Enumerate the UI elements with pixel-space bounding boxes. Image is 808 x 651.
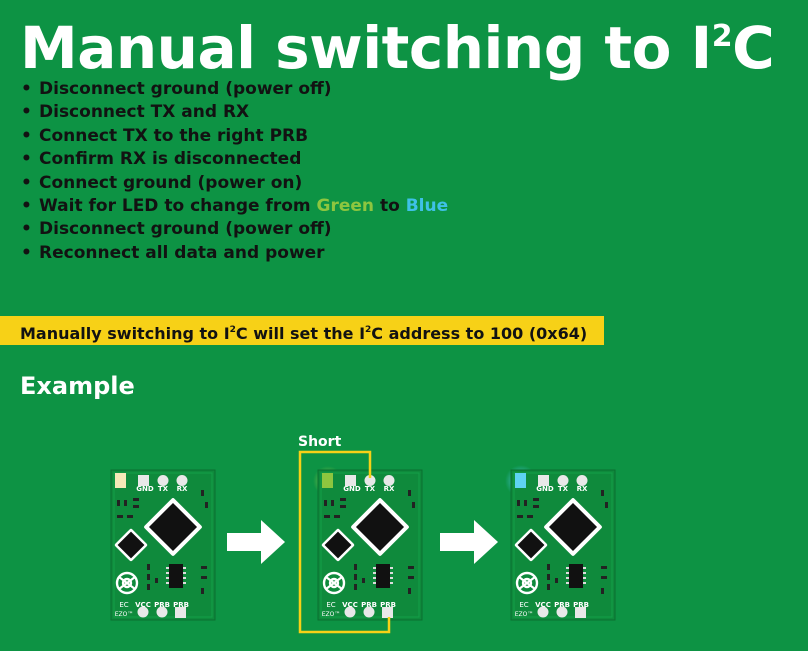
pin-label-prb: PRB: [361, 601, 377, 609]
pin-label-vcc: VCC: [535, 601, 551, 609]
board-labels: GND TX RX VCC PRB PRB EC EZO™: [515, 485, 589, 618]
short-wire: [298, 450, 391, 634]
pin-label-rx: RX: [177, 485, 188, 493]
example-heading: Example: [20, 372, 135, 400]
board-i2c: [505, 465, 617, 622]
pin-label-vcc: VCC: [342, 601, 358, 609]
pin-label-prb: PRB: [380, 601, 396, 609]
board-type-label: EC: [519, 601, 528, 609]
step-item: Reconnect all data and power: [20, 242, 448, 266]
pin-label-vcc: VCC: [135, 601, 151, 609]
short-label: Short: [298, 434, 342, 450]
step-item: Disconnect ground (power off): [20, 78, 448, 102]
steps-list: Disconnect ground (power off) Disconnect…: [20, 78, 449, 266]
pin-label-tx: TX: [158, 485, 169, 493]
blue-word: Blue: [405, 196, 449, 217]
board-shorted: [313, 466, 424, 622]
step-item: Disconnect TX and RX: [20, 101, 448, 125]
step-item: Confirm RX is disconnected: [20, 148, 448, 172]
step-item: Connect TX to the right PRB: [20, 125, 448, 149]
board-brand-label: EZO™: [115, 611, 134, 618]
pin-label-rx: RX: [577, 485, 588, 493]
pin-label-tx: TX: [558, 485, 569, 493]
pin-label-prb: PRB: [173, 601, 189, 609]
arrow-right-icon: [227, 520, 285, 564]
board-type-label: EC: [326, 601, 335, 609]
green-word: Green: [316, 196, 375, 217]
pin-label-rx: RX: [384, 485, 395, 493]
led-initial: [115, 473, 126, 488]
pin-label-prb: PRB: [154, 601, 170, 609]
pin-label-gnd: GND: [136, 485, 154, 493]
pin-label-gnd: GND: [343, 485, 361, 493]
board-labels: GND TX RX VCC PRB PRB EC EZO™: [322, 485, 396, 618]
step-item: Wait for LED to change from Green to Blu…: [20, 195, 449, 219]
step-item: Disconnect ground (power off): [20, 218, 448, 242]
board-brand-label: EZO™: [322, 611, 341, 618]
pin-label-prb: PRB: [554, 601, 570, 609]
board-brand-label: EZO™: [515, 611, 534, 618]
step-item: Connect ground (power on): [20, 172, 448, 196]
board-type-label: EC: [119, 601, 128, 609]
pin-label-prb: PRB: [573, 601, 589, 609]
led-green: [322, 473, 333, 488]
board-labels: GND TX RX VCC PRB PRB EC EZO™: [115, 485, 189, 618]
led-blue: [515, 473, 526, 488]
board-initial: [109, 468, 217, 622]
pin-label-tx: TX: [365, 485, 376, 493]
pin-label-gnd: GND: [536, 485, 554, 493]
address-banner: Manually switching to I2C will set the I…: [0, 316, 604, 345]
page-title: Manual switching to I2C: [20, 14, 775, 82]
arrow-right-icon: [440, 520, 498, 564]
